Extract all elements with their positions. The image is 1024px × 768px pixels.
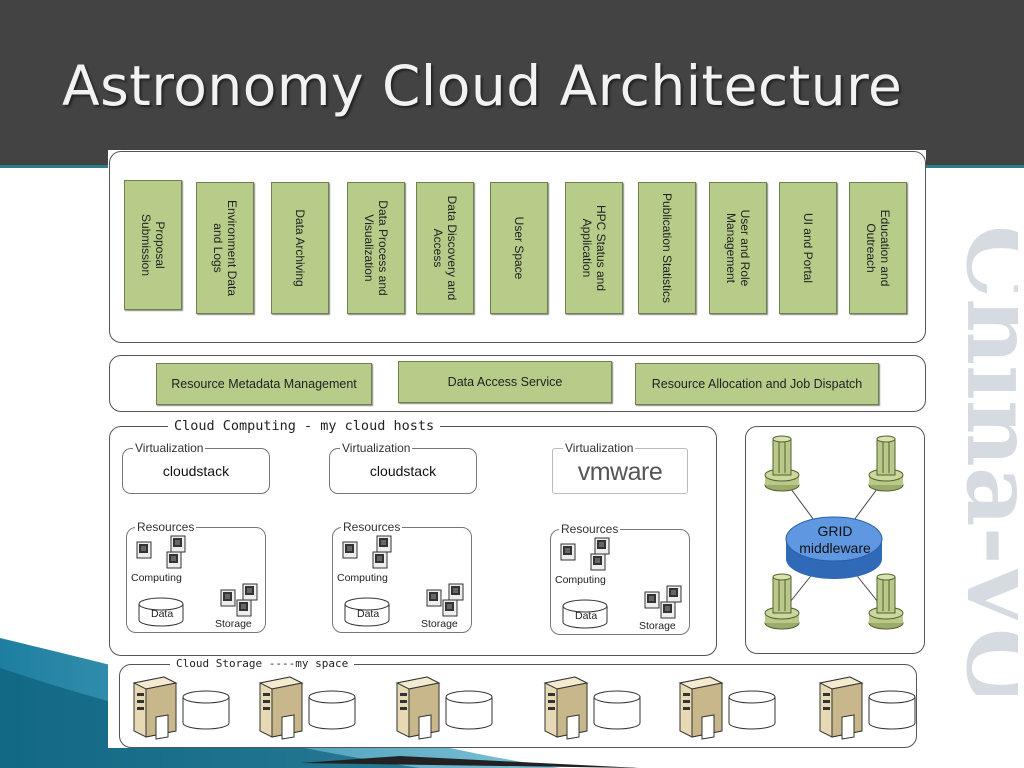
slide-title: Astronomy Cloud Architecture (62, 54, 903, 118)
virtualization-box: Virtualization cloudstack (122, 441, 270, 494)
resources-box: Resources Computing Data (332, 520, 472, 633)
china-vo-watermark: China-VO (946, 225, 1018, 695)
resources-icons (136, 535, 258, 627)
app-label: Data Archiving (293, 209, 307, 287)
cloud-storage-label: Cloud Storage ----my space (170, 657, 355, 670)
storage-nodes (132, 676, 916, 740)
resources-label: Resources (559, 522, 621, 536)
vmware-logo: vmware (577, 458, 663, 486)
virtualization-box: Virtualization vmware (552, 441, 688, 494)
resources-label: Resources (135, 520, 197, 534)
service-data-access: Data Access Service (398, 361, 612, 403)
grid-label-line2: middleware (799, 540, 871, 556)
storage-label: Storage (215, 618, 252, 630)
app-box: UI and Portal (779, 182, 837, 314)
slide-header: Astronomy Cloud Architecture (0, 0, 1024, 168)
app-label: Publication Statistics (660, 192, 674, 304)
app-box: Data Archiving (271, 182, 329, 314)
app-box: User Space (490, 182, 548, 314)
resources-box: Resources Computing Data (550, 522, 690, 635)
virtualization-label: Virtualization (340, 441, 413, 455)
app-box: Publication Statistics (638, 182, 696, 314)
cloud-computing-label: Cloud Computing - my cloud hosts (168, 418, 441, 434)
resources-label: Resources (341, 520, 403, 534)
storage-label: Storage (421, 618, 458, 630)
computing-label: Computing (131, 572, 182, 584)
storage-label: Storage (639, 620, 676, 632)
service-resource-allocation: Resource Allocation and Job Dispatch (635, 363, 879, 405)
data-label: Data (357, 608, 380, 620)
services-layer: Resource Metadata Management Data Access… (109, 355, 926, 412)
cloud-computing-layer: Cloud Computing - my cloud hosts Virtual… (109, 418, 717, 656)
resources-icons (342, 535, 464, 627)
grid-connections (764, 435, 904, 630)
virtualization-platform: cloudstack (162, 463, 230, 479)
resources-icons (560, 537, 682, 629)
data-label: Data (575, 610, 598, 622)
virtualization-label: Virtualization (563, 441, 636, 455)
app-label: UI and Portal (801, 212, 815, 284)
service-resource-metadata: Resource Metadata Management (156, 363, 372, 405)
computing-label: Computing (555, 574, 606, 586)
cloud-storage-layer: Cloud Storage ----my space (119, 657, 917, 748)
computing-label: Computing (337, 572, 388, 584)
app-label: User Space (512, 216, 526, 280)
virtualization-label: Virtualization (133, 441, 206, 455)
virtualization-box: Virtualization cloudstack (329, 441, 477, 494)
virtualization-platform: cloudstack (369, 463, 437, 479)
data-label: Data (151, 608, 174, 620)
grid-middleware-panel: GRID middleware (745, 426, 925, 654)
svg-text:China-VO: China-VO (946, 225, 1018, 695)
grid-label-line1: GRID (817, 523, 853, 539)
resources-box: Resources Computing Data (126, 520, 266, 633)
